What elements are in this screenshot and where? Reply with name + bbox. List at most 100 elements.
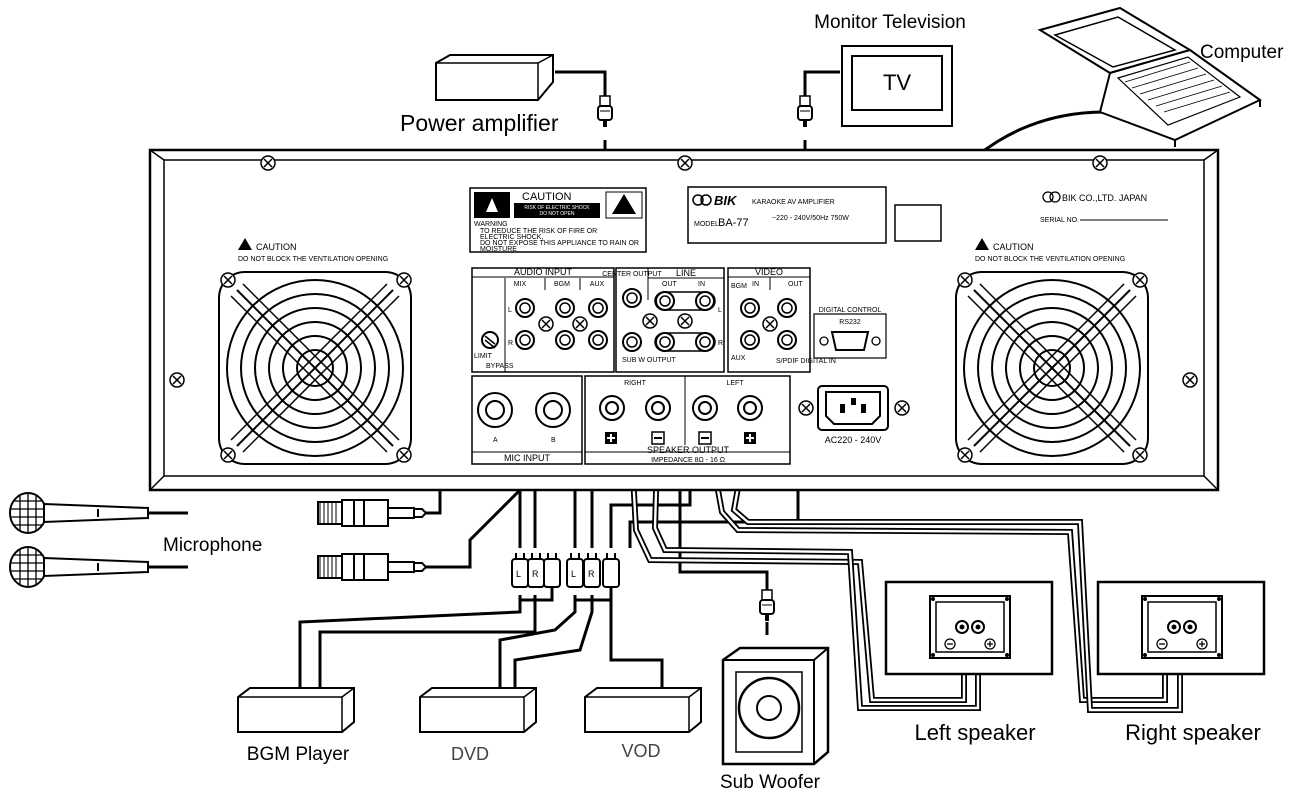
rca-plug-icon xyxy=(597,95,613,128)
aux-label: AUX xyxy=(590,281,605,288)
bgm-l-jack[interactable] xyxy=(555,298,575,318)
digital-control-section: DIGITAL CONTROL RS232 xyxy=(813,307,887,359)
amplifier-rear-panel: CAUTION DO NOT BLOCK THE VENTILATION OPE… xyxy=(148,148,1220,492)
electric-shock-icon xyxy=(486,198,498,212)
spdif-jack[interactable] xyxy=(777,330,797,350)
speaker-terminal-right-minus[interactable] xyxy=(645,395,671,421)
rs232-label: RS232 xyxy=(839,319,861,326)
sub-w-output-jack[interactable] xyxy=(622,332,642,352)
model-number: BA-77 xyxy=(718,217,749,229)
rca-plugs-bgm: L R xyxy=(511,552,561,588)
dvd-plug-r: R xyxy=(588,569,595,579)
model-prefix: MODEL xyxy=(694,221,719,228)
warning-line2: TO REDUCE THE RISK OF FIRE OR xyxy=(480,228,597,235)
right-label: RIGHT xyxy=(624,380,647,387)
mic-input-section: A B MIC INPUT xyxy=(471,375,583,465)
cooling-fan-left xyxy=(218,271,412,465)
aux-r-jack[interactable] xyxy=(588,330,608,350)
center-output-jack[interactable] xyxy=(622,288,642,308)
rs232-port[interactable] xyxy=(830,331,870,351)
line-in-r-jack[interactable] xyxy=(695,332,715,352)
video-aux-in-jack[interactable] xyxy=(740,330,760,350)
ac-inlet[interactable] xyxy=(798,385,910,431)
line-label: LINE xyxy=(676,268,696,278)
bypass-label: BYPASS xyxy=(486,363,514,370)
shock-line2: DO NOT OPEN xyxy=(540,211,575,217)
rca-plug-icon xyxy=(797,95,813,128)
jack-plug-1 xyxy=(317,499,427,527)
power-amplifier-device xyxy=(435,54,554,101)
digital-control-label: DIGITAL CONTROL xyxy=(819,307,882,314)
screw-icon xyxy=(1092,155,1108,171)
rca-plug-icon xyxy=(759,589,775,622)
mix-r-jack[interactable] xyxy=(515,330,535,350)
sub-w-output-label: SUB W OUTPUT xyxy=(622,357,676,364)
sub-woofer-device xyxy=(721,646,830,766)
line-l-label: L xyxy=(718,307,722,314)
caution-title: CAUTION xyxy=(522,191,572,203)
right-speaker-device xyxy=(1096,580,1266,676)
serial-label: SERIAL NO. xyxy=(1040,217,1079,224)
power-amplifier-label: Power amplifier xyxy=(400,110,559,136)
video-aux-label: AUX xyxy=(731,355,746,362)
caution-label: CAUTION RISK OF ELECTRIC SHOCK DO NOT OP… xyxy=(469,187,647,253)
computer-device xyxy=(1037,6,1262,147)
computer-label: Computer xyxy=(1200,42,1284,63)
speaker-output-label: SPEAKER OUTPUT xyxy=(647,445,730,455)
audio-input-title: AUDIO INPUT xyxy=(514,267,573,277)
screw-icon xyxy=(260,155,276,171)
speaker-terminal-right-plus[interactable] xyxy=(599,395,625,421)
bgm-label: BGM xyxy=(554,281,570,288)
line-out-r-jack[interactable] xyxy=(655,332,675,352)
audio-r-label: R xyxy=(508,340,513,347)
screw-icon xyxy=(1182,372,1198,388)
speaker-terminal-left-plus[interactable] xyxy=(737,395,763,421)
line-in-l-jack[interactable] xyxy=(695,291,715,311)
warning-triangle-icon xyxy=(975,238,989,250)
blank-label xyxy=(894,204,942,242)
video-bgm-label: BGM xyxy=(731,283,747,290)
dvd-plug-l: L xyxy=(571,569,576,579)
vent-caution-title-left: CAUTION xyxy=(256,242,297,252)
line-section: CENTER OUTPUT LINE OUT IN SUB W OUTPUT L… xyxy=(602,267,725,373)
mix-l-jack[interactable] xyxy=(515,298,535,318)
warning-line5: MOISTURE xyxy=(480,246,517,253)
line-out-l-jack[interactable] xyxy=(655,291,675,311)
vent-caution-title-right: CAUTION xyxy=(993,242,1034,252)
warning-line3: ELECTRIC SHOCK, xyxy=(480,234,543,241)
speaker-output-section: RIGHT LEFT xyxy=(584,375,791,465)
exclamation-icon xyxy=(612,194,636,214)
spdif-label: S/PDIF DIGITAL IN xyxy=(776,358,836,365)
line-out-label: OUT xyxy=(662,281,678,288)
video-bgm-in-jack[interactable] xyxy=(740,298,760,318)
aux-l-jack[interactable] xyxy=(588,298,608,318)
speaker-terminal-left-minus[interactable] xyxy=(692,395,718,421)
left-speaker-device xyxy=(884,580,1054,676)
sub-woofer-label: Sub Woofer xyxy=(720,772,821,793)
bgm-r-jack[interactable] xyxy=(555,330,575,350)
line-in-label: IN xyxy=(698,281,705,288)
dvd-label: DVD xyxy=(451,744,489,764)
right-speaker-label: Right speaker xyxy=(1125,720,1261,745)
bik-logo-icon xyxy=(692,194,704,206)
dvd-device xyxy=(419,687,537,733)
microphone-2 xyxy=(8,545,190,589)
video-in-label: IN xyxy=(752,281,759,288)
mic-input-label: MIC INPUT xyxy=(504,453,551,463)
audio-l-label: L xyxy=(508,307,512,314)
warning-line1: WARNING xyxy=(474,221,508,228)
jack-plug-2 xyxy=(317,553,427,581)
vent-caution-text-left: DO NOT BLOCK THE VENTILATION OPENING xyxy=(238,256,388,263)
bgm-player-label: BGM Player xyxy=(247,744,350,765)
cooling-fan-right xyxy=(955,271,1149,465)
video-out-label: OUT xyxy=(788,281,804,288)
video-out-jack[interactable] xyxy=(777,298,797,318)
vod-label: VOD xyxy=(621,741,660,761)
tv-text: TV xyxy=(883,70,911,95)
bgm-plug-r: R xyxy=(532,569,539,579)
product-name: KARAOKE AV AMPLIFIER xyxy=(752,199,835,206)
power-rating: ~220 - 240V/50Hz 750W xyxy=(772,215,849,222)
limit-label: LIMIT xyxy=(474,353,493,360)
impedance-label: IMPEDANCE 8Ω - 16 Ω xyxy=(651,457,725,464)
brand-logo-text: BIK xyxy=(714,193,738,208)
